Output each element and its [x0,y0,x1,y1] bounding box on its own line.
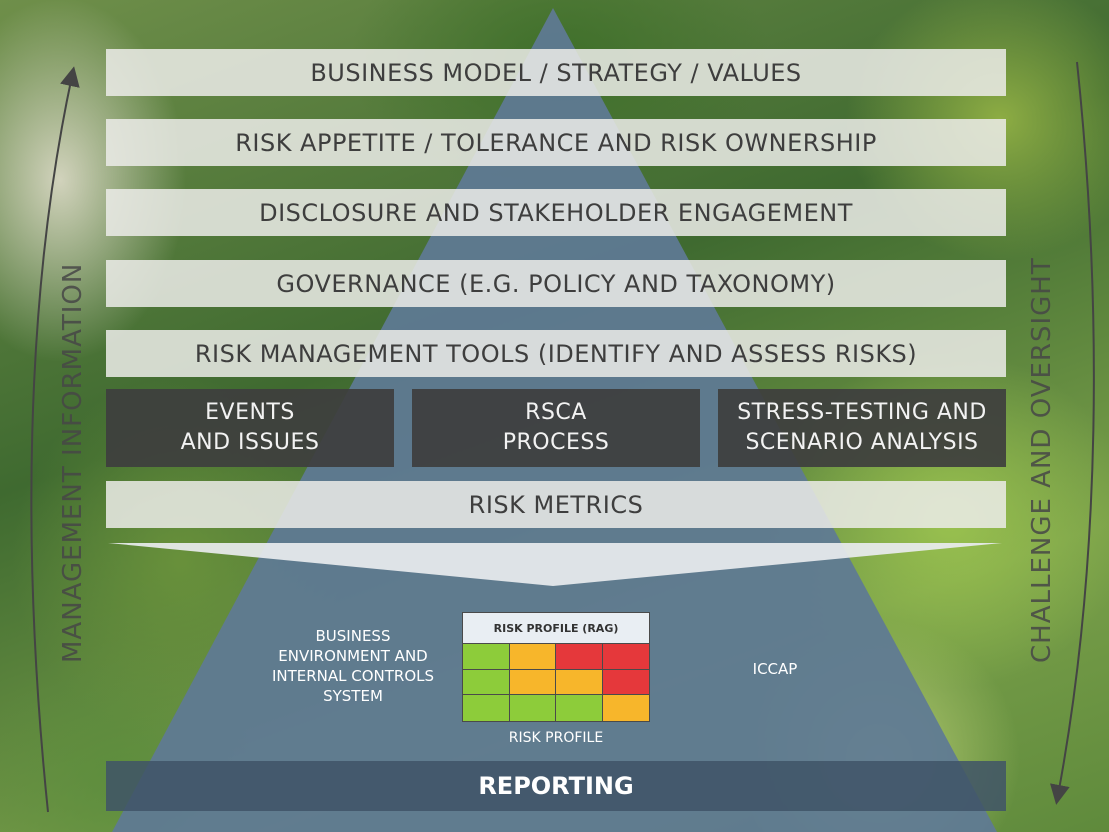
box-rsca-process: RSCA PROCESS [412,389,700,467]
business-env-line-2: ENVIRONMENT AND [278,647,428,665]
reporting-label: REPORTING [478,772,634,800]
layer-disclosure-label: DISCLOSURE AND STAKEHOLDER ENGAGEMENT [259,198,853,227]
management-information-arrow [30,66,80,813]
rag-cell-green [463,644,510,670]
rag-title: RISK PROFILE (RAG) [463,613,649,644]
rsca-line-1: RSCA [525,400,587,425]
challenge-oversight-arrow [1050,61,1095,805]
rag-cells [463,644,649,721]
rag-cell-red [602,644,649,670]
box-events-and-issues: EVENTS AND ISSUES [106,389,394,467]
layer-governance: GOVERNANCE (E.G. POLICY AND TAXONOMY) [106,260,1006,307]
layer-risk-appetite: RISK APPETITE / TOLERANCE AND RISK OWNER… [106,119,1006,166]
rag-cell-amber [509,644,556,670]
rag-cell-red [602,669,649,696]
rsca-line-2: PROCESS [502,430,610,455]
events-line-1: EVENTS [205,400,295,425]
management-information-label: MANAGEMENT INFORMATION [58,262,88,663]
challenge-and-oversight-label: CHALLENGE AND OVERSIGHT [1027,257,1057,663]
rag-cell-green [509,695,556,721]
rag-cell-green [463,695,510,721]
rag-cell-red [556,644,603,670]
layer-risk-metrics: RISK METRICS [106,481,1006,528]
layer-risk-appetite-label: RISK APPETITE / TOLERANCE AND RISK OWNER… [235,128,877,157]
layer-business-model: BUSINESS MODEL / STRATEGY / VALUES [106,49,1006,96]
layer-risk-management-tools: RISK MANAGEMENT TOOLS (IDENTIFY AND ASSE… [106,330,1006,377]
reporting-bar: REPORTING [106,761,1006,811]
events-line-2: AND ISSUES [180,430,320,455]
rag-cell-green [463,669,510,696]
business-env-line-3: INTERNAL CONTROLS [271,667,435,685]
stress-line-2: SCENARIO ANALYSIS [745,430,979,455]
risk-profile-rag-grid: RISK PROFILE (RAG) [462,612,650,722]
business-env-line-1: BUSINESS [315,627,391,645]
funnel-arrow [108,543,1002,586]
business-env-line-4: SYSTEM [323,687,383,705]
layer-risk-management-tools-label: RISK MANAGEMENT TOOLS (IDENTIFY AND ASSE… [194,339,918,368]
rag-cell-amber [602,695,649,721]
stress-line-1: STRESS-TESTING AND [737,400,987,425]
rag-cell-green [556,695,603,721]
business-environment-text: BUSINESS ENVIRONMENT AND INTERNAL CONTRO… [258,626,448,706]
layer-business-model-label: BUSINESS MODEL / STRATEGY / VALUES [310,58,802,87]
risk-profile-caption: RISK PROFILE [508,730,604,746]
layer-risk-metrics-label: RISK METRICS [468,490,644,519]
layer-disclosure: DISCLOSURE AND STAKEHOLDER ENGAGEMENT [106,189,1006,236]
box-stress-testing: STRESS-TESTING AND SCENARIO ANALYSIS [718,389,1006,467]
rag-cell-amber [509,669,556,696]
iccap-text: ICCAP [752,660,798,678]
layer-governance-label: GOVERNANCE (E.G. POLICY AND TAXONOMY) [276,269,836,298]
rag-cell-amber [556,669,603,696]
